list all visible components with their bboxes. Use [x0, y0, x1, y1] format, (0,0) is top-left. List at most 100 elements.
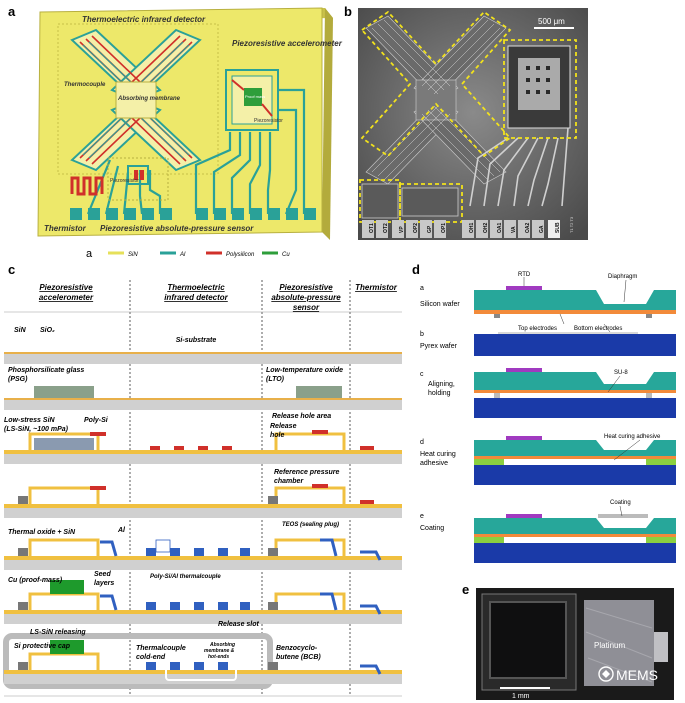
label-cu: Cu (proof-mass)	[8, 577, 63, 584]
label-substrate: Si-substrate	[176, 337, 217, 344]
label-thermal-oxide: Thermal oxide + SiN	[8, 529, 76, 536]
pad-label-ot2: OT2	[383, 223, 389, 233]
pad-label-gp: GP	[427, 225, 433, 233]
label-psg: Phosphorsilicate glass(PSG)	[8, 367, 84, 383]
label-ir-detector: Thermoelectric infrared detector	[82, 15, 206, 24]
panel-letter-a: a	[8, 4, 16, 19]
label-pressure-sensor: Piezoresistive absolute-pressure sensor	[100, 224, 254, 233]
sem-pads	[362, 220, 560, 238]
label-su8: SU-8	[614, 370, 628, 376]
label-sio2: SiO₂	[40, 327, 55, 334]
pad-label-oh1: OH1	[469, 223, 475, 234]
process-step-7	[3, 633, 402, 689]
legend-label-al: Al	[179, 252, 186, 258]
label-teos: TEOS (sealing plug)	[282, 522, 339, 528]
row-letter-e: e	[420, 513, 424, 520]
process-step-5	[4, 538, 402, 570]
label-piezoresistor-pressure: Piezoresistor	[110, 178, 139, 184]
legend-label-cu: Cu	[282, 252, 290, 258]
pad-extra-label: T1 T2 T3	[569, 216, 574, 233]
sem-pressure-sensor	[401, 187, 459, 217]
photo-scale-label: 1 mm	[512, 693, 530, 700]
pad-label-va: VA	[511, 226, 517, 233]
chip-right-edge	[322, 8, 333, 240]
panel-a-figure: Thermoelectric infrared detector Piezore…	[37, 7, 343, 260]
photo-platinum-pad	[584, 600, 654, 686]
label-lssin: Low-stress SiN(LS-SiN, ~100 mPa)	[4, 417, 69, 433]
column-dividers	[129, 280, 351, 695]
process-step-4	[4, 484, 402, 518]
panel-b-sem-image: OT1 OT2 VP OP2 GP OP1 OH1 OH2 OA1 VA OA2…	[358, 8, 588, 240]
sem-thermistor	[361, 183, 399, 219]
fab-row-d	[474, 436, 676, 485]
fab-row-b	[474, 332, 676, 356]
fab-row-a	[474, 286, 676, 318]
row-label-aligning: Aligning,holding	[428, 381, 455, 397]
process-step-3	[4, 430, 402, 464]
label-lto: Low-temperature oxide(LTO)	[266, 367, 343, 383]
panel-letter-b: b	[344, 4, 352, 19]
panel-letter-c: c	[8, 262, 16, 277]
photo-diaphragm	[489, 601, 567, 679]
process-step-6	[4, 580, 402, 624]
pad-label-oa2: OA2	[525, 223, 531, 234]
label-thermistor: Thermistor	[44, 224, 87, 233]
label-top-electrodes: Top electrodes	[518, 326, 557, 332]
label-piezoresistor-accel: Piezoresistor	[254, 118, 283, 124]
row-label-silicon: Silicon wafer	[420, 301, 460, 308]
pad-label-ot1: OT1	[369, 223, 375, 233]
header-thermistor: Thermistor	[355, 283, 398, 292]
process-step-1	[4, 352, 402, 364]
pad-label-sub: SUB	[555, 222, 561, 233]
label-al: Al	[117, 527, 126, 534]
sem-scale-label: 500 μm	[538, 17, 565, 26]
label-rtd: RTD	[518, 272, 531, 278]
panel-e-photo: Platinum 1 mm MEMS	[476, 588, 674, 700]
absorbing-membrane	[115, 81, 157, 119]
row-letter-b: b	[420, 331, 424, 338]
process-step-2	[4, 386, 402, 410]
accelerometer-structure	[225, 69, 279, 131]
label-bcb: Benzocyclo-butene (BCB)	[276, 645, 321, 661]
legend-letter: a	[86, 248, 93, 260]
label-bottom-electrodes: Bottom electrodes	[574, 326, 622, 332]
panel-d-fabrication: a b c d e Silicon wafer Pyrex wafer Alig…	[420, 272, 676, 563]
row-letter-a: a	[420, 285, 424, 292]
pad-label-oh2: OH2	[483, 223, 489, 234]
panel-letter-e: e	[462, 582, 470, 597]
platinum-label: Platinum	[594, 641, 625, 650]
row-label-pyrex: Pyrex wafer	[420, 343, 458, 350]
legend-label-polysilicon: Polysilicon	[226, 252, 255, 258]
label-adhesive: Heat curing adhesive	[604, 434, 661, 440]
row-letter-d: d	[420, 439, 424, 446]
label-release-area: Release hole area	[272, 413, 331, 420]
svg-text:MEMS: MEMS	[616, 667, 658, 683]
label-diaphragm: Diaphragm	[608, 274, 637, 280]
label-polysi: Poly-Si	[84, 417, 109, 424]
label-polysi-al: Poly-Si/Al thermalcouple	[150, 574, 221, 580]
pad-label-op1: OP1	[441, 223, 447, 233]
row-letter-c: c	[420, 371, 424, 378]
mems-watermark: MEMS	[598, 666, 658, 683]
label-thermocouple: Thermocouple	[64, 82, 106, 88]
pad-label-oa1: OA1	[497, 223, 503, 234]
proof-mass-block	[244, 88, 262, 106]
label-sin: SiN	[14, 327, 27, 334]
thermistor-serpentine	[70, 176, 104, 196]
fab-row-c	[474, 368, 676, 418]
pressure-sensor-region	[107, 157, 169, 201]
label-coating: Coating	[610, 500, 631, 506]
label-cap: Si protective cap	[14, 643, 71, 650]
label-accelerometer: Piezoresistive accelerometer	[232, 39, 343, 48]
sem-proof-mass	[518, 58, 560, 110]
pad-label-vp: VP	[399, 226, 405, 233]
